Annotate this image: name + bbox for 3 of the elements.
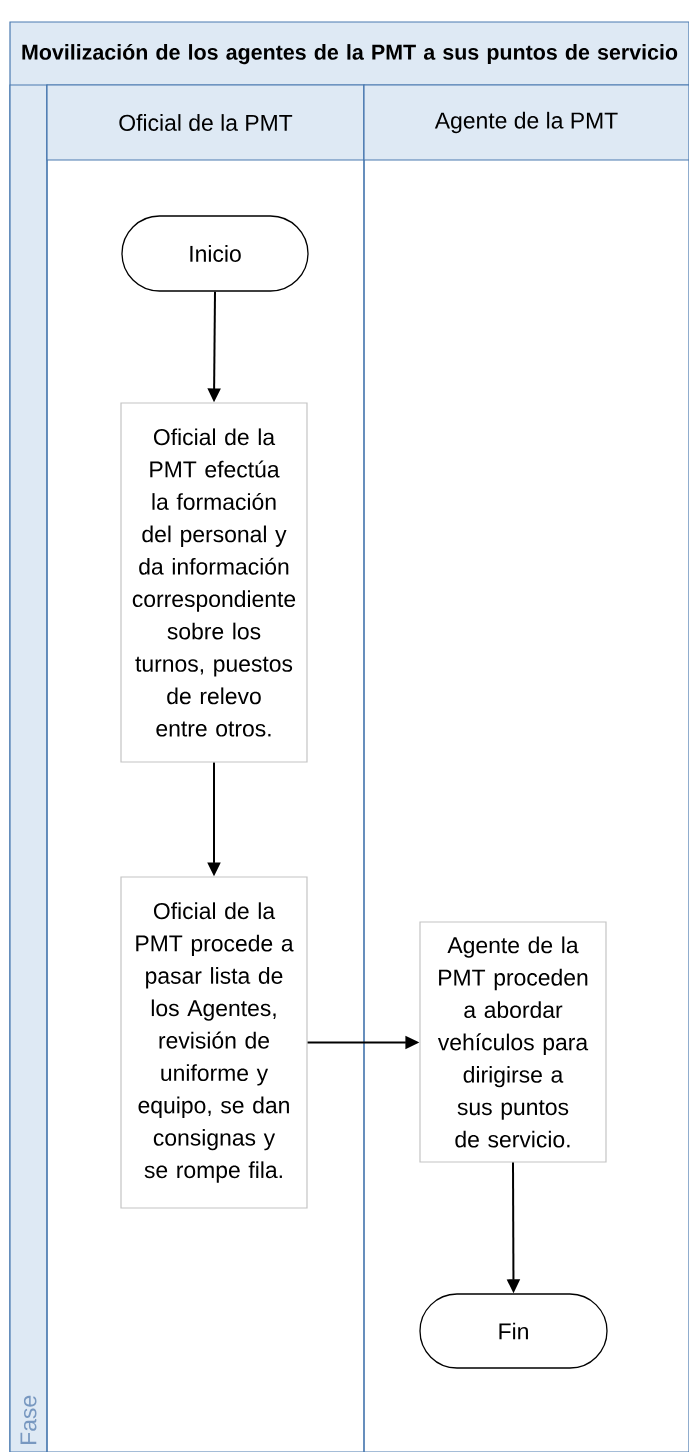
- process-box: Oficial de la PMT efectúa la formación del personal y da información correspondiente sobre los turnos, puestos de relevo entre otros.: [120, 402, 308, 763]
- process-box: Oficial de la PMT procede a pasar lista de los Agentes, revisión de uniforme y equipo, se dan consignas y se rompe fila.: [120, 876, 308, 1209]
- process-box: Agente de la PMT proceden a abordar vehículos para dirigirse a sus puntos de servicio.: [419, 921, 607, 1163]
